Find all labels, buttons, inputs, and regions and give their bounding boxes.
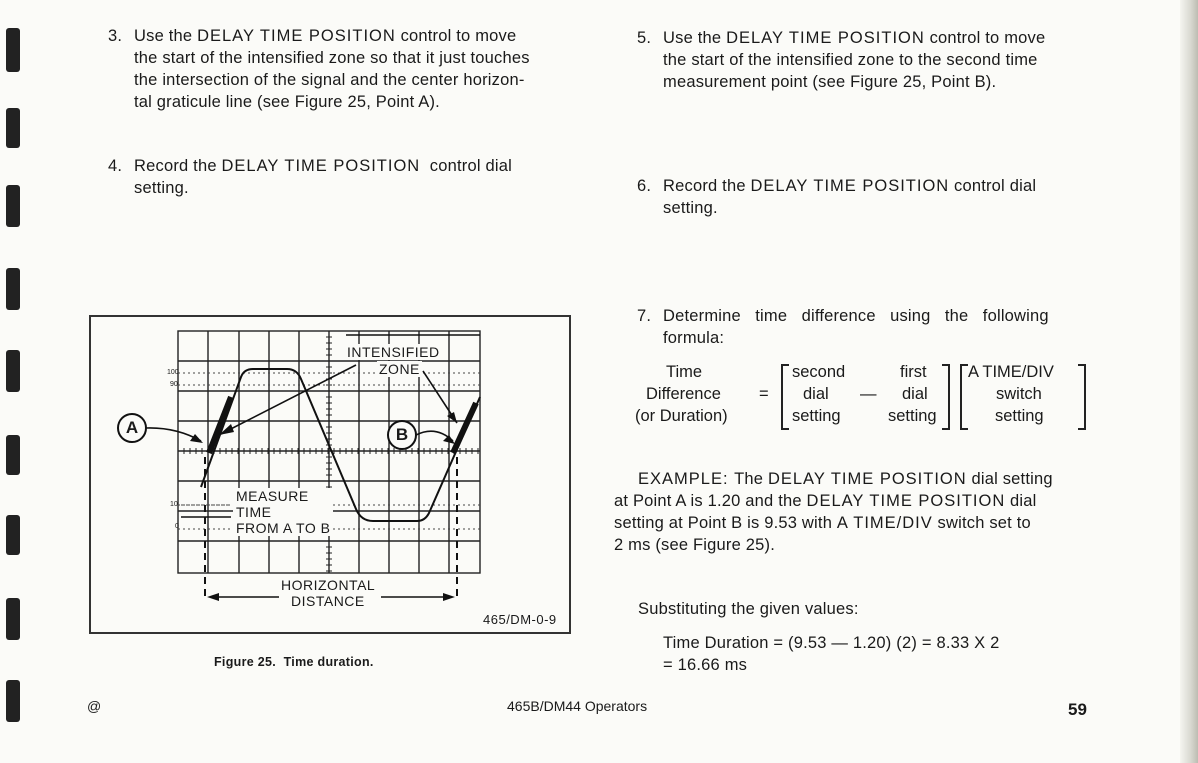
step-line: Use the DELAY TIME POSITION control to m…: [134, 27, 517, 45]
example-paragraph: EXAMPLE: The DELAY TIME POSITION dial se…: [614, 468, 1099, 556]
formula-minus: —: [860, 385, 877, 403]
binder-mark: [6, 108, 20, 148]
example-line: EXAMPLE: The DELAY TIME POSITION dial se…: [638, 470, 1053, 488]
formula-second-3: setting: [792, 407, 841, 425]
step-line: Use the DELAY TIME POSITION control to m…: [663, 29, 1046, 47]
formula-second-1: second: [792, 363, 846, 381]
step-line: setting.: [663, 199, 718, 217]
page-number: 59: [1068, 700, 1087, 719]
point-a-label: A: [125, 418, 139, 437]
example-line: setting at Point B is 9.53 with A TIME/D…: [614, 514, 1031, 532]
figure-code: 465/DM-0-9: [483, 612, 557, 627]
formula-switch-2: switch: [996, 385, 1042, 403]
horizontal-label: HORIZONTAL: [281, 577, 376, 593]
binder-mark: [6, 515, 20, 555]
binder-mark: [6, 185, 20, 227]
calc-line-1: Time Duration = (9.53 — 1.20) (2) = 8.33…: [663, 634, 1000, 652]
step-line: Determine time difference using the foll…: [663, 307, 1049, 325]
tick-10: 10: [170, 501, 178, 508]
distance-label: DISTANCE: [291, 593, 365, 609]
binder-mark: [6, 598, 20, 640]
formula-second-2: dial: [803, 385, 829, 403]
step-6: 6. Record the DELAY TIME POSITION contro…: [637, 175, 1103, 219]
binder-mark: [6, 350, 20, 392]
formula-lhs-2: Difference: [646, 385, 721, 403]
calc-line-2: = 16.66 ms: [663, 656, 748, 674]
binder-mark: [6, 680, 20, 722]
example-line: 2 ms (see Figure 25).: [614, 536, 776, 554]
example-line: at Point A is 1.20 and the DELAY TIME PO…: [614, 492, 1037, 510]
step-line: the intersection of the signal and the c…: [134, 71, 525, 89]
step-5: 5. Use the DELAY TIME POSITION control t…: [637, 27, 1103, 93]
step-line: the start of the intensified zone to the…: [663, 51, 1038, 69]
intensified-label: INTENSIFIED: [345, 344, 442, 360]
step-line: Record the DELAY TIME POSITION control d…: [134, 157, 512, 175]
point-b-label: B: [395, 425, 409, 444]
binder-mark: [6, 435, 20, 475]
page-edge: [1180, 0, 1198, 763]
bracket-left-1: [781, 364, 789, 430]
step-7: 7. Determine time difference using the f…: [637, 305, 1103, 349]
bracket-right-1: [942, 364, 950, 430]
figure-25: INTENSIFIED ZONE A B MEASURE TIME FROM A…: [89, 315, 571, 634]
tick-100: 100: [167, 369, 179, 376]
measure-label: MEASURE TIME FROM A TO B: [233, 488, 334, 536]
step-line: setting.: [134, 179, 189, 197]
formula-first-1: first: [900, 363, 927, 381]
binder-mark: [6, 268, 20, 310]
formula-lhs-1: Time: [666, 363, 703, 381]
bracket-left-2: [960, 364, 968, 430]
step-3: 3. Use the DELAY TIME POSITION control t…: [108, 25, 574, 113]
footer-mark: @: [87, 698, 102, 714]
formula-switch-1: A TIME/DIV: [968, 363, 1054, 381]
step-line: formula:: [663, 329, 725, 347]
footer-title: 465B/DM44 Operators: [507, 698, 648, 714]
figure-caption: Figure 25. Time duration.: [214, 655, 374, 669]
step-line: Record the DELAY TIME POSITION control d…: [663, 177, 1037, 195]
bracket-right-2: [1078, 364, 1086, 430]
step-number: 6.: [637, 177, 652, 195]
step-line: measurement point (see Figure 25, Point …: [663, 73, 997, 91]
step-number: 5.: [637, 29, 652, 47]
step-number: 7.: [637, 307, 652, 325]
tick-90: 90: [170, 381, 178, 388]
substituting-text: Substituting the given values:: [638, 600, 859, 618]
formula-equals: =: [759, 385, 769, 403]
binder-mark: [6, 28, 20, 72]
step-4: 4. Record the DELAY TIME POSITION contro…: [108, 155, 574, 199]
formula-lhs-3: (or Duration): [635, 407, 728, 425]
step-number: 4.: [108, 157, 123, 175]
formula-first-2: dial: [902, 385, 928, 403]
step-line: tal graticule line (see Figure 25, Point…: [134, 93, 440, 111]
tick-0: 0: [175, 523, 179, 530]
formula-first-3: setting: [888, 407, 937, 425]
step-number: 3.: [108, 27, 123, 45]
zone-label: ZONE: [377, 361, 422, 377]
formula-switch-3: setting: [995, 407, 1044, 425]
step-line: the start of the intensified zone so tha…: [134, 49, 530, 67]
